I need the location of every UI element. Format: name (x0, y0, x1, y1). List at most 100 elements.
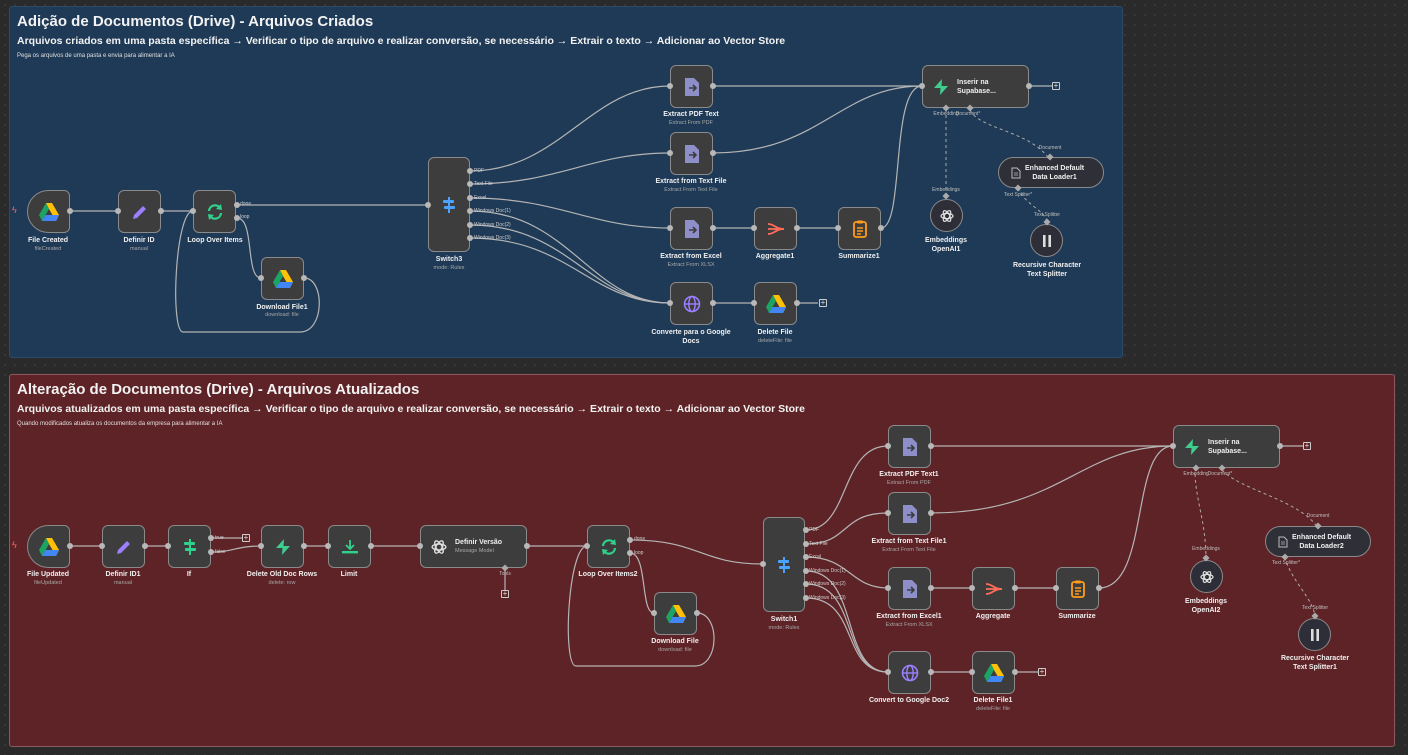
connection-port[interactable] (368, 543, 374, 549)
connection-port[interactable] (165, 543, 171, 549)
connection-port[interactable] (467, 168, 473, 174)
connection-port[interactable] (208, 549, 214, 555)
connection-port[interactable] (710, 150, 716, 156)
connection-port[interactable] (760, 561, 766, 567)
node-delete-old-doc-rows[interactable] (261, 525, 304, 568)
node-recursive-text-splitter[interactable] (1030, 224, 1063, 257)
connection-port[interactable] (667, 150, 673, 156)
add-node-button[interactable]: + (1052, 81, 1060, 90)
node-file-updated[interactable] (27, 525, 70, 568)
connection-port[interactable] (234, 215, 240, 221)
add-tool-button[interactable]: + (501, 589, 509, 598)
node-converte-google-docs[interactable] (670, 282, 713, 325)
connection-port[interactable] (99, 543, 105, 549)
node-aggregate[interactable] (972, 567, 1015, 610)
connection-port[interactable] (425, 202, 431, 208)
connection-port[interactable] (919, 83, 925, 89)
connection-port[interactable] (115, 208, 121, 214)
connection-port[interactable] (627, 550, 633, 556)
node-extract-pdf-text[interactable] (670, 65, 713, 108)
connection-port[interactable] (835, 225, 841, 231)
node-if[interactable] (168, 525, 211, 568)
connection-port[interactable] (258, 275, 264, 281)
connection-port[interactable] (710, 225, 716, 231)
connection-port[interactable] (142, 543, 148, 549)
connection-port[interactable] (885, 585, 891, 591)
connection-port[interactable] (667, 83, 673, 89)
connection-port[interactable] (1277, 443, 1283, 449)
connection-port[interactable] (301, 543, 307, 549)
connection-port[interactable] (258, 543, 264, 549)
connection-port[interactable] (667, 300, 673, 306)
add-node-button[interactable]: + (1038, 667, 1046, 676)
connection-port[interactable] (878, 225, 884, 231)
node-convert-google-doc2[interactable] (888, 651, 931, 694)
connection-port[interactable] (301, 275, 307, 281)
connection-port[interactable] (467, 208, 473, 214)
connection-port[interactable] (467, 195, 473, 201)
connection-port[interactable] (885, 669, 891, 675)
connection-port[interactable] (710, 300, 716, 306)
node-switch3[interactable] (428, 157, 470, 252)
connection-port[interactable] (969, 669, 975, 675)
node-download-file1[interactable] (261, 257, 304, 300)
connection-port[interactable] (803, 554, 809, 560)
node-loop-over-items[interactable] (193, 190, 236, 233)
node-extract-from-text-file[interactable] (670, 132, 713, 175)
node-extract-from-excel[interactable] (670, 207, 713, 250)
connection-port[interactable] (928, 669, 934, 675)
connection-port[interactable] (969, 585, 975, 591)
node-aggregate1[interactable] (754, 207, 797, 250)
connection-port[interactable] (67, 208, 73, 214)
node-file-created[interactable] (27, 190, 70, 233)
node-embeddings-openai2[interactable] (1190, 560, 1223, 593)
connection-port[interactable] (710, 83, 716, 89)
node-download-file[interactable] (654, 592, 697, 635)
connection-port[interactable] (190, 208, 196, 214)
connection-port[interactable] (928, 585, 934, 591)
connection-port[interactable] (885, 510, 891, 516)
add-node-button[interactable]: + (1303, 441, 1311, 450)
connection-port[interactable] (751, 225, 757, 231)
add-node-button[interactable]: + (242, 533, 250, 542)
node-extract-pdf-text1[interactable] (888, 425, 931, 468)
node-switch1[interactable] (763, 517, 805, 612)
node-definir-id[interactable] (118, 190, 161, 233)
connection-port[interactable] (67, 543, 73, 549)
node-recursive-text-splitter1[interactable] (1298, 618, 1331, 651)
node-definir-id1[interactable] (102, 525, 145, 568)
connection-port[interactable] (467, 222, 473, 228)
node-delete-file1[interactable] (972, 651, 1015, 694)
node-delete-file[interactable] (754, 282, 797, 325)
connection-port[interactable] (794, 225, 800, 231)
connection-port[interactable] (1026, 83, 1032, 89)
connection-port[interactable] (803, 541, 809, 547)
connection-port[interactable] (1012, 669, 1018, 675)
connection-port[interactable] (1096, 585, 1102, 591)
connection-port[interactable] (803, 595, 809, 601)
add-node-button[interactable]: + (819, 298, 827, 307)
connection-port[interactable] (208, 535, 214, 541)
connection-port[interactable] (584, 543, 590, 549)
node-loop-over-items2[interactable] (587, 525, 630, 568)
connection-port[interactable] (524, 543, 530, 549)
connection-port[interactable] (803, 581, 809, 587)
connection-port[interactable] (417, 543, 423, 549)
connection-port[interactable] (627, 537, 633, 543)
node-extract-from-text-file1[interactable] (888, 492, 931, 535)
connection-port[interactable] (467, 235, 473, 241)
connection-port[interactable] (1053, 585, 1059, 591)
node-summarize1[interactable] (838, 207, 881, 250)
connection-port[interactable] (928, 443, 934, 449)
connection-port[interactable] (803, 568, 809, 574)
connection-port[interactable] (667, 225, 673, 231)
connection-port[interactable] (928, 510, 934, 516)
node-limit[interactable] (328, 525, 371, 568)
connection-port[interactable] (751, 300, 757, 306)
connection-port[interactable] (694, 610, 700, 616)
connection-port[interactable] (158, 208, 164, 214)
